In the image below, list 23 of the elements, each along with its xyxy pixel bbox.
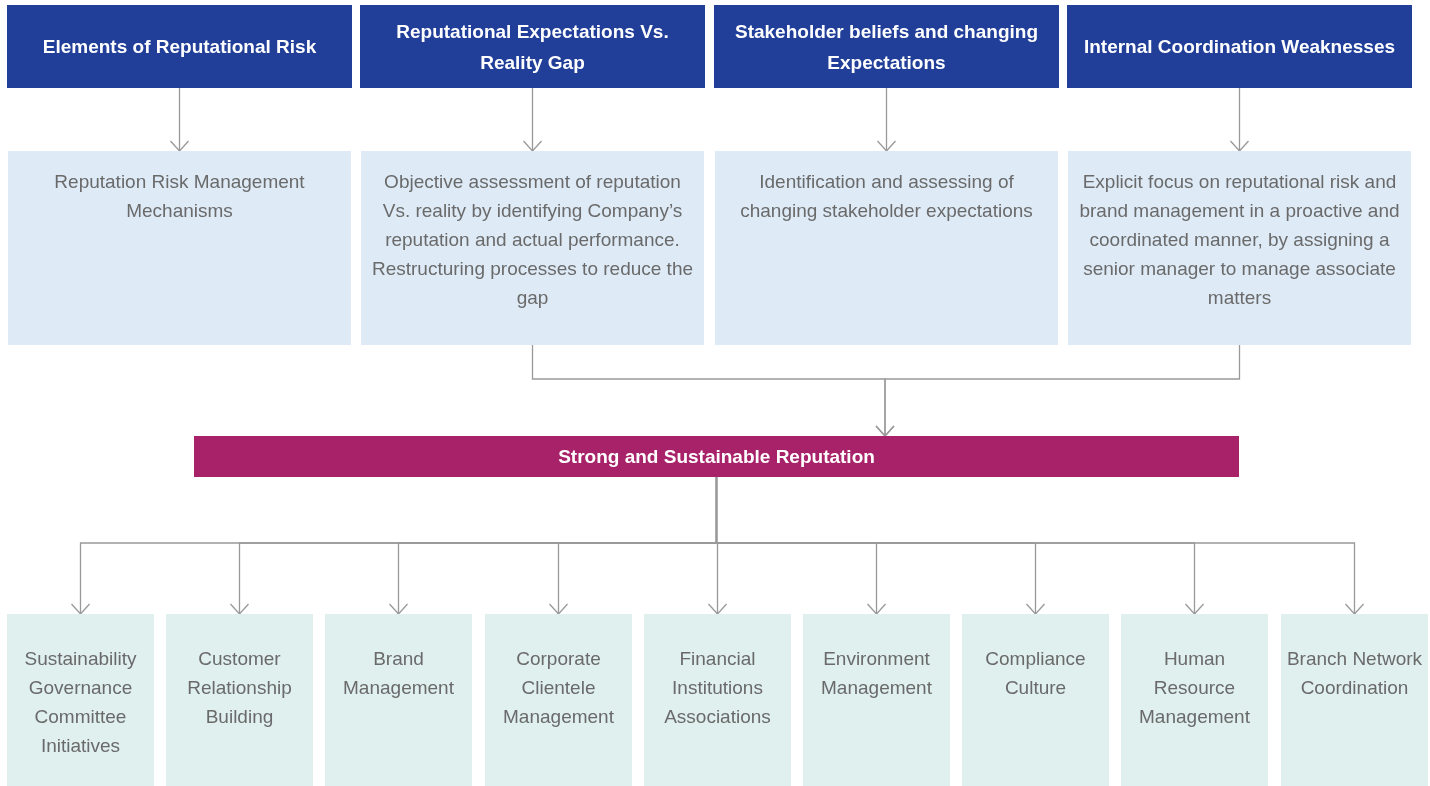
description-box: Reputation Risk Management Mechanisms [8, 151, 351, 345]
outcome-bar: Strong and Sustainable Reputation [194, 436, 1239, 477]
initiative-box: Branch Network Coordination [1281, 614, 1428, 786]
initiative-box: Brand Management [325, 614, 472, 786]
description-box: Identification and assessing of changing stakeholder expectations [715, 151, 1058, 345]
description-box: Objective assessment of reputation Vs. reality by identifying Company’s reputation and actual performance. Restructuring processes to reduce the gap [361, 151, 704, 345]
initiative-box: Environment Management [803, 614, 950, 786]
header-box: Internal Coordination Weaknesses [1067, 5, 1412, 88]
initiative-box: Compliance Culture [962, 614, 1109, 786]
initiative-box: Human Resource Management [1121, 614, 1268, 786]
description-box: Explicit focus on reputational risk and brand management in a proactive and coordinated manner, by assigning a senior manager to manage associate matters [1068, 151, 1411, 345]
arrow [876, 87, 897, 152]
header-box: Reputational Expectations Vs. Reality Gap [360, 5, 705, 88]
header-box: Elements of Reputational Risk [7, 5, 352, 88]
initiative-box: Customer Relationship Building [166, 614, 313, 786]
arrow [1229, 87, 1250, 152]
arrow [875, 344, 1241, 437]
initiative-box: Corporate Clientele Management [485, 614, 632, 786]
arrow [522, 87, 543, 152]
initiative-box: Financial Institutions Associations [644, 614, 791, 786]
header-box: Stakeholder beliefs and changing Expectations [714, 5, 1059, 88]
arrow [169, 87, 190, 152]
initiative-box: Sustainability Governance Committee Initiatives [7, 614, 154, 786]
